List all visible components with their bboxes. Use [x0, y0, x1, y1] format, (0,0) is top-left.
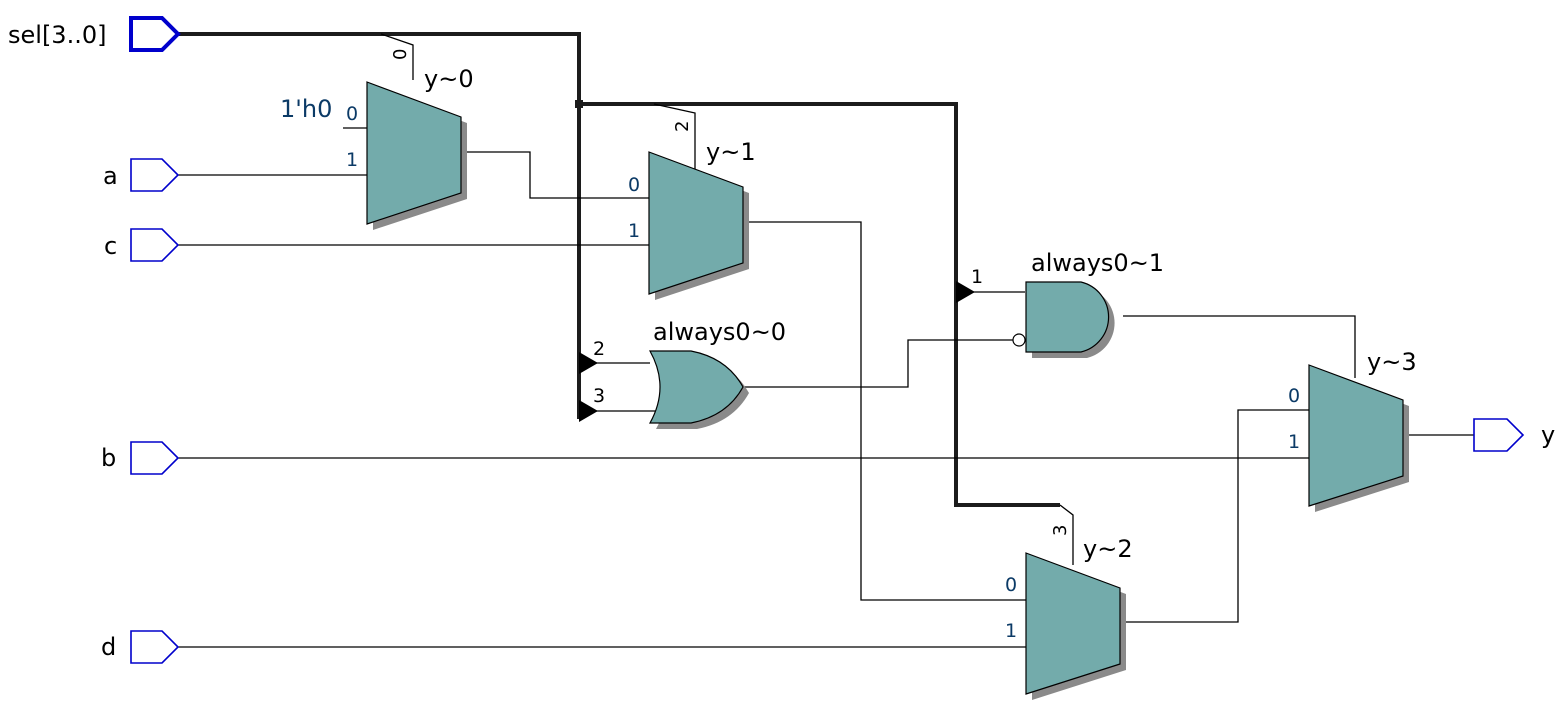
- cell-name-y3: y~3: [1367, 348, 1417, 376]
- bus-ripper-marker: [579, 400, 598, 422]
- mux-y1[interactable]: y~1 0 1 2: [628, 121, 756, 300]
- or-gate-always0-0[interactable]: always0~0 2 3: [593, 318, 786, 429]
- input-port-a[interactable]: a: [103, 158, 180, 192]
- constant-label: 1'h0: [280, 95, 332, 123]
- pin-label: 3: [593, 385, 605, 407]
- input-port-b[interactable]: b: [101, 441, 180, 475]
- signal-wires[interactable]: [178, 127, 1474, 648]
- sel-bit-label: 3: [1050, 525, 1071, 536]
- pin-in1: 1: [1005, 620, 1017, 642]
- pin-in0: 0: [1005, 574, 1017, 596]
- sel-bit-label: 0: [390, 49, 411, 60]
- port-label-y: y: [1541, 421, 1555, 449]
- pin-in0: 0: [628, 174, 640, 196]
- input-port-d[interactable]: d: [101, 630, 180, 664]
- bus-ripper-marker: [956, 281, 975, 303]
- mux-y0[interactable]: y~0 1'h0 0 1 0: [280, 49, 474, 230]
- and-gate-always0-1[interactable]: always0~1 1: [971, 249, 1164, 358]
- port-label-d: d: [101, 633, 116, 661]
- bus-junction: [575, 100, 583, 108]
- bus-taps: [380, 33, 1074, 565]
- sel-bit-label: 2: [672, 121, 693, 132]
- input-port-sel[interactable]: sel[3..0]: [8, 16, 181, 52]
- port-label-sel: sel[3..0]: [8, 21, 106, 49]
- pin-in0: 0: [1288, 385, 1300, 407]
- sel-bus[interactable]: [178, 32, 1060, 507]
- port-label-b: b: [101, 444, 116, 472]
- pin-in1: 1: [628, 220, 640, 242]
- pin-label: 1: [971, 266, 983, 288]
- pin-in1: 1: [346, 149, 358, 171]
- cell-name-and: always0~1: [1031, 249, 1164, 277]
- cell-name-y2: y~2: [1083, 535, 1133, 563]
- bus-ripper-marker: [579, 352, 598, 374]
- cell-name-y0: y~0: [424, 65, 474, 93]
- pin-label: 2: [593, 338, 605, 360]
- pin-in0: 0: [346, 103, 358, 125]
- input-port-c[interactable]: c: [104, 228, 180, 262]
- cell-name-or: always0~0: [653, 318, 786, 346]
- mux-y2[interactable]: y~2 0 1 3: [1005, 525, 1133, 700]
- pin-in1: 1: [1288, 431, 1300, 453]
- mux-y3[interactable]: y~3 0 1: [1288, 348, 1417, 512]
- port-label-c: c: [104, 232, 117, 260]
- cell-name-y1: y~1: [706, 138, 756, 166]
- port-label-a: a: [103, 162, 118, 190]
- output-port-y[interactable]: y: [1473, 418, 1555, 452]
- inverter-bubble: [1012, 333, 1026, 347]
